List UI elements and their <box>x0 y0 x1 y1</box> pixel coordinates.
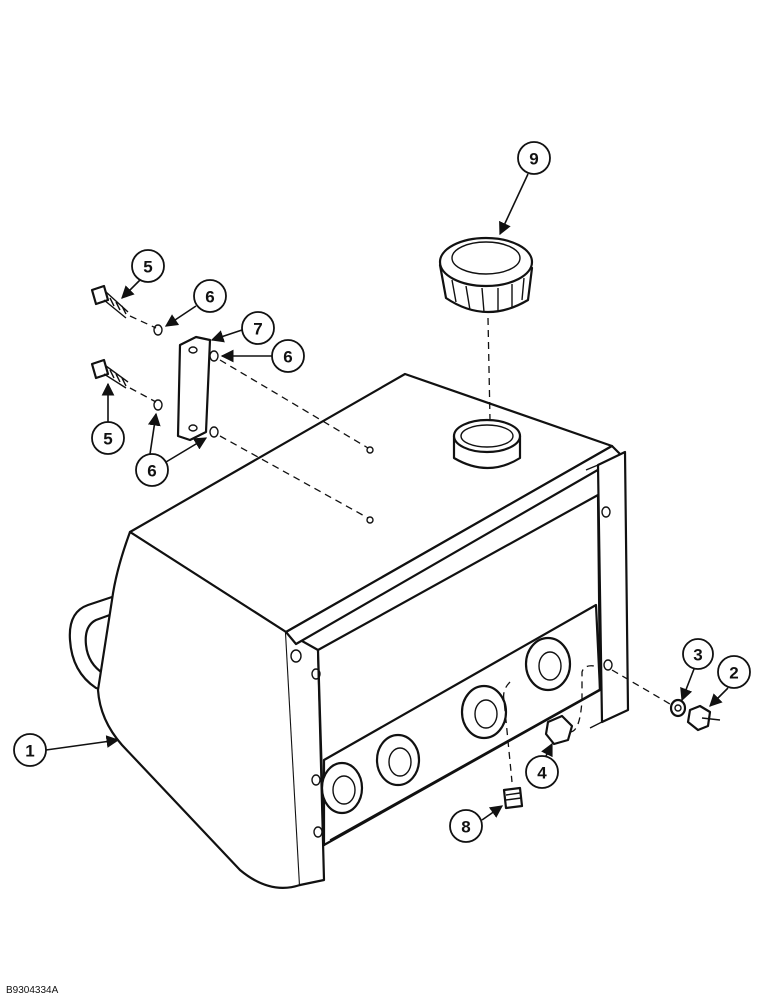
washer-upper-left <box>153 324 163 336</box>
svg-text:5: 5 <box>143 258 152 277</box>
filler-neck <box>452 418 522 469</box>
callout-6-bottom: 6 <box>135 412 208 487</box>
svg-text:5: 5 <box>103 430 112 449</box>
callout-5-lower: 5 <box>91 382 125 455</box>
fitting-nut <box>544 714 574 746</box>
callout-2: 2 <box>709 655 751 707</box>
svg-text:6: 6 <box>147 462 156 481</box>
svg-text:7: 7 <box>253 320 262 339</box>
callout-6-top: 6 <box>164 279 227 327</box>
drain-plug <box>502 786 524 810</box>
svg-text:9: 9 <box>529 150 538 169</box>
callout-1: 1 <box>13 733 120 767</box>
upper-bolt <box>90 284 129 319</box>
tank-body <box>68 372 630 889</box>
callout-4: 4 <box>525 742 559 789</box>
callout-7: 7 <box>210 311 275 345</box>
svg-text:1: 1 <box>25 742 34 761</box>
svg-text:6: 6 <box>205 288 214 307</box>
svg-text:2: 2 <box>729 664 738 683</box>
svg-text:8: 8 <box>461 818 470 837</box>
callout-9: 9 <box>499 141 551 236</box>
callout-3: 3 <box>680 638 714 702</box>
port-fittings <box>320 636 572 815</box>
lock-washer <box>669 698 687 718</box>
washer-upper-right <box>209 350 219 362</box>
svg-text:6: 6 <box>283 348 292 367</box>
lower-bolt <box>90 358 129 389</box>
figure-id: B9304334A <box>6 985 59 996</box>
callout-6-right: 6 <box>220 339 305 373</box>
mounting-strap <box>176 335 212 442</box>
svg-text:4: 4 <box>537 764 547 783</box>
callout-8: 8 <box>449 805 504 843</box>
washer-lower-left <box>153 399 163 411</box>
callout-5-upper: 5 <box>121 249 165 299</box>
svg-text:3: 3 <box>693 646 702 665</box>
washer-lower-right <box>209 426 219 438</box>
filler-cap <box>438 236 534 314</box>
cap-screw <box>686 704 721 732</box>
